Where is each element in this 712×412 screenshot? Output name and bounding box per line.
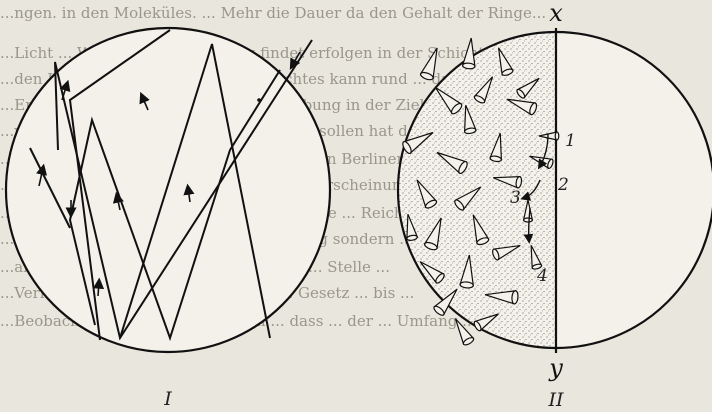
- panel-left-diagram: I: [6, 28, 330, 410]
- axis-label-x: x: [549, 0, 563, 27]
- panel-right-diagram: 1 2 3 4 x y II: [398, 0, 712, 411]
- panel-left-caption: I: [163, 388, 172, 410]
- path-label-1: 1: [565, 131, 576, 151]
- panel-right-caption: II: [547, 389, 564, 411]
- path-label-2: 2: [557, 175, 569, 195]
- cone-particle: [420, 46, 444, 81]
- axis-label-y: y: [548, 354, 563, 382]
- dot-marker: [257, 98, 261, 102]
- path-label-4: 4: [536, 266, 548, 286]
- arrow-icon: [98, 282, 99, 296]
- path-label-3: 3: [510, 188, 521, 208]
